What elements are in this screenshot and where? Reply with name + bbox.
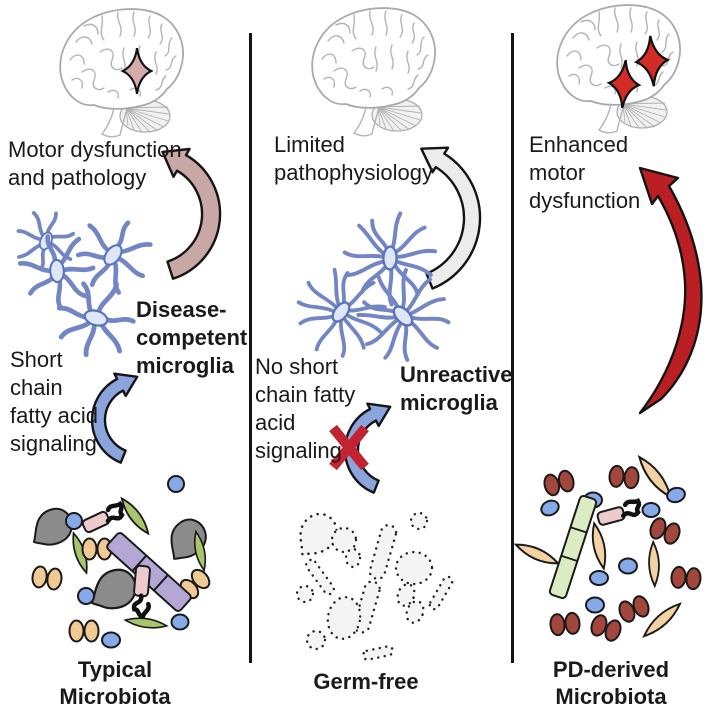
panel-title-line: Typical xyxy=(77,657,153,682)
panel-title-line: Microbiota xyxy=(555,684,667,709)
microglia-line: Unreactive xyxy=(400,362,513,387)
brain-illustration-germfree xyxy=(311,7,436,137)
arrow-microglia-to-brain-white xyxy=(420,146,482,290)
signal-line: chain xyxy=(10,375,63,400)
outcome-line: Enhanced xyxy=(529,132,629,157)
signal-line: Short xyxy=(10,347,63,372)
signal-label-no-scfa: No short chain fatty acid signaling xyxy=(255,353,355,465)
blue-cocci-microbes xyxy=(65,475,190,649)
signal-line: fatty acid xyxy=(10,403,99,428)
outcome-line: motor xyxy=(529,160,586,185)
signal-line: signaling xyxy=(10,431,97,456)
signal-line: chain fatty xyxy=(255,382,356,407)
outcome-line: Limited xyxy=(274,132,345,157)
outcome-label-typical: Motor dysfunction and pathology xyxy=(8,136,182,192)
outcome-label-pd: Enhanced motor dysfunction xyxy=(529,131,640,215)
signal-label-scfa: Short chain fatty acid signaling xyxy=(10,346,98,458)
microglia-label-disease-competent: Disease- competent microglia xyxy=(136,296,247,380)
signal-line: No short xyxy=(255,354,339,379)
pink-rod-microbe xyxy=(596,499,640,526)
outcome-line: dysfunction xyxy=(529,188,641,213)
panel-title-line: PD-derived xyxy=(552,657,670,682)
panel-title-line: Microbiota xyxy=(59,684,171,709)
outcome-label-germfree: Limited pathophysiology xyxy=(274,131,433,187)
outcome-line: and pathology xyxy=(8,165,147,190)
microglia-line: microglia xyxy=(136,353,234,378)
signal-line: signaling xyxy=(255,438,342,463)
panel-title-typical-microbiota: Typical Microbiota xyxy=(35,656,195,710)
microglia-line: microglia xyxy=(400,390,498,415)
panel-title-pd-derived: PD-derived Microbiota xyxy=(531,656,691,710)
microglia-label-unreactive: Unreactive microglia xyxy=(400,361,513,417)
microglia-line: competent xyxy=(136,325,248,350)
brain-illustration-pd xyxy=(556,4,681,134)
arrow-scfa-signaling-blue xyxy=(90,372,139,464)
microglia-line: Disease- xyxy=(136,297,227,322)
microbiota-cluster-pd xyxy=(512,452,703,644)
outcome-line: Motor dysfunction xyxy=(8,137,182,162)
microbiota-cluster-typical xyxy=(30,475,214,649)
microbiota-cluster-germfree xyxy=(292,508,454,661)
no-signal-cross-icon xyxy=(329,424,369,471)
brain-illustration-typical xyxy=(59,8,184,138)
green-segmented-rod-microbe xyxy=(548,494,598,600)
arrow-microbiota-to-brain-red xyxy=(638,166,703,415)
panel-title-line: Germ-free xyxy=(313,669,419,694)
signal-line: acid xyxy=(255,410,296,435)
outcome-line: pathophysiology xyxy=(274,160,434,185)
panel-title-germ-free: Germ-free xyxy=(286,668,446,695)
arrow-microglia-to-brain-pink xyxy=(161,147,222,280)
